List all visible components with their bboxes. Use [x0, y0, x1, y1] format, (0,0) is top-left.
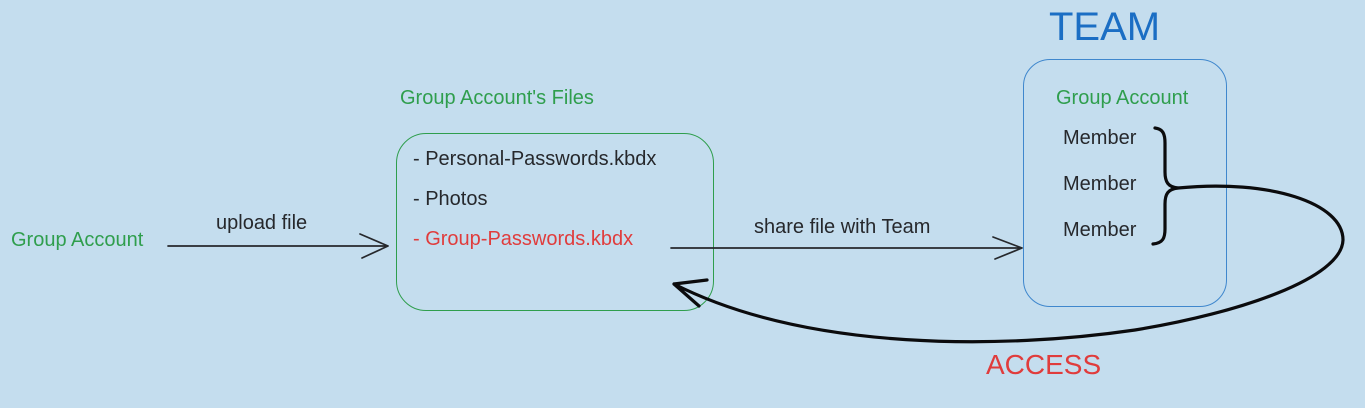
file-item-group-passwords: - Group-Passwords.kbdx — [413, 228, 634, 250]
member-item: Member — [1063, 127, 1137, 149]
upload-arrow — [167, 233, 389, 259]
members-list: Member Member Member — [1063, 126, 1136, 242]
team-title: TEAM — [1049, 5, 1161, 49]
share-arrow-label: share file with Team — [754, 216, 931, 238]
share-arrow — [670, 236, 1023, 260]
files-list: - Personal-Passwords.kbdx - Photos - Gro… — [413, 147, 656, 251]
file-item-personal-passwords: - Personal-Passwords.kbdx — [413, 148, 657, 170]
upload-arrow-label: upload file — [216, 212, 308, 234]
files-box-title: Group Account's Files — [400, 87, 594, 109]
team-box: Group Account Member Member Member — [1023, 59, 1227, 307]
access-curve-arrow — [672, 184, 1345, 344]
group-account-node-label: Group Account — [11, 229, 144, 251]
member-item: Member — [1063, 219, 1137, 241]
files-box: - Personal-Passwords.kbdx - Photos - Gro… — [396, 133, 714, 311]
team-group-account-label: Group Account — [1056, 87, 1189, 109]
file-item-photos: - Photos — [413, 188, 488, 210]
access-label: ACCESS — [986, 349, 1102, 380]
member-item: Member — [1063, 173, 1137, 195]
